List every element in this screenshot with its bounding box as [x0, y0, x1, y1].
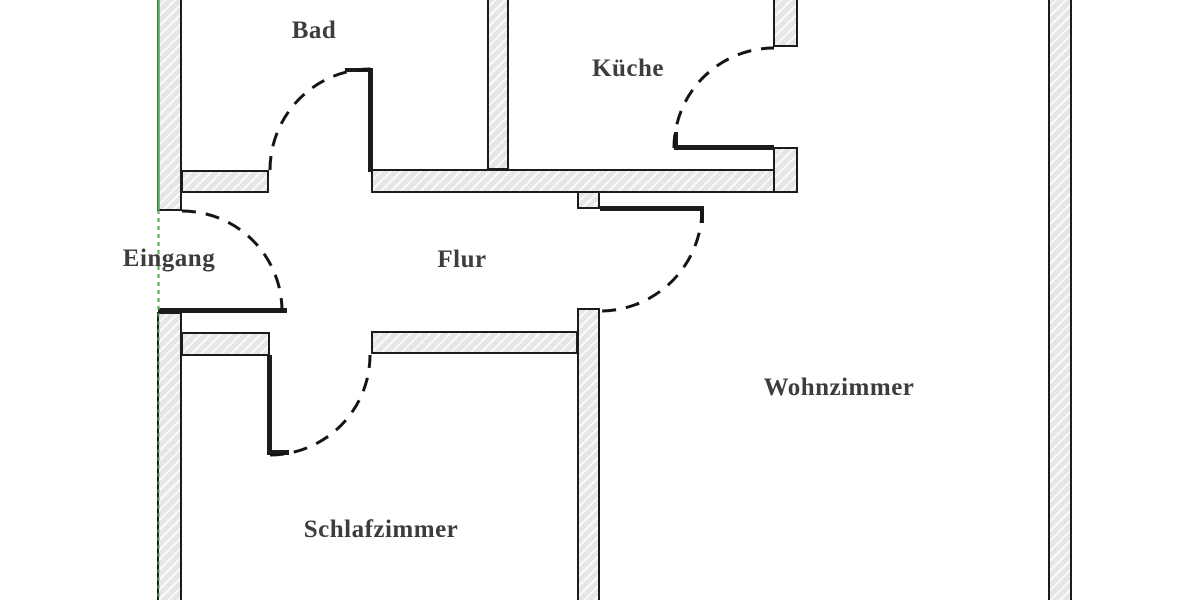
room-label-eingang: Eingang	[122, 245, 216, 272]
door-leaf-schlafzimmer-hook	[267, 450, 289, 455]
wall-kueche-top-right	[773, 0, 798, 47]
wall-flur-top	[371, 169, 798, 193]
door-leaf-schlafzimmer	[267, 355, 272, 455]
wall-wohn-schlaf	[577, 308, 600, 600]
wall-flur-notch	[577, 191, 600, 209]
wall-schlaf-left-stub	[181, 332, 270, 356]
room-label-kueche: Küche	[592, 55, 664, 82]
door-leaf-entrance	[158, 308, 287, 313]
door-leaf-bad	[368, 68, 373, 172]
wall-right-exterior	[1048, 0, 1072, 600]
wall-schlaf-top-right	[371, 331, 578, 354]
wall-left-lower	[157, 312, 182, 600]
wall-left-upper	[157, 0, 182, 211]
door-arc-bad	[268, 67, 372, 171]
room-label-schlafzimmer: Schlafzimmer	[303, 516, 459, 543]
room-label-wohnzimmer: Wohnzimmer	[763, 374, 915, 401]
wall-kueche-door-jamb	[773, 147, 798, 193]
door-leaf-kueche	[674, 145, 774, 150]
door-leaf-wohnzimmer	[600, 206, 704, 211]
room-label-bad: Bad	[291, 17, 337, 44]
door-leaf-bad-hook	[345, 68, 371, 72]
door-leaf-wohnzimmer-hook	[700, 211, 704, 223]
door-arc-wohnzimmer	[599, 208, 704, 313]
door-arc-kueche	[672, 46, 775, 149]
wall-bad-kueche-divider	[487, 0, 509, 170]
door-leaf-kueche-hook	[674, 132, 678, 150]
wall-bad-bottom-left	[181, 170, 269, 193]
room-label-flur: Flur	[437, 246, 487, 273]
door-arc-schlafzimmer	[269, 354, 372, 457]
